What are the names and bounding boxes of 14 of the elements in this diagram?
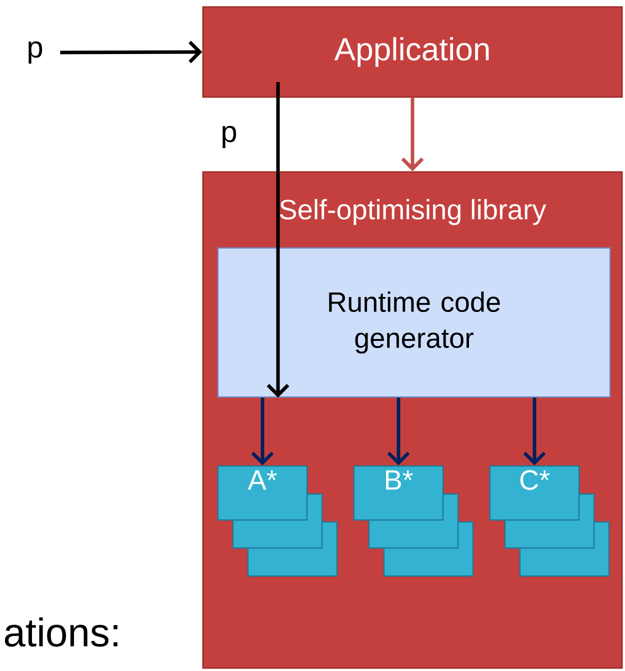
parameter-text: p [28, 41, 42, 64]
arrow [523, 398, 546, 466]
variant-box: C* [489, 465, 580, 521]
arrow [251, 398, 274, 466]
cut-text: ations: [4, 617, 118, 647]
arrow [387, 398, 410, 466]
variant-box: B* [353, 465, 444, 521]
generator-box: Runtime code generator [217, 247, 611, 398]
edge-label: p [222, 126, 236, 148]
application-box: Application [202, 6, 623, 98]
arrow [266, 82, 290, 398]
arrow [401, 98, 424, 172]
variant-box: A* [217, 465, 308, 521]
arrow [60, 40, 202, 64]
